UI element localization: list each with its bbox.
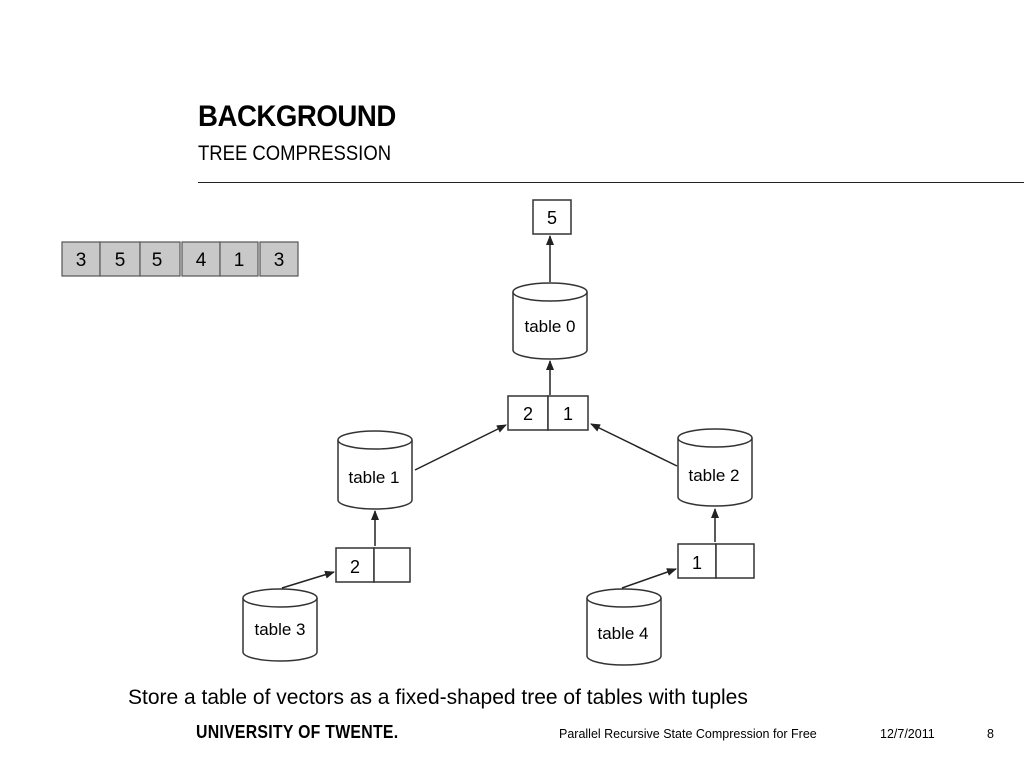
root-tuple: 2 1 [507,395,589,431]
tuple-cell: 1 [563,404,573,424]
table-4-label: table 4 [597,624,648,643]
tuple-cell: 1 [692,553,702,573]
table-3-cylinder: table 3 [242,588,318,662]
svg-text:5: 5 [115,250,126,271]
svg-text:1: 1 [234,250,245,271]
table-4-cylinder: table 4 [586,588,662,666]
arrow-table2-to-tuple [590,423,678,467]
slide-subtitle: TREE COMPRESSION [198,142,392,165]
right-tuple: 1 [677,543,755,579]
footer-presentation-title: Parallel Recursive State Compression for… [559,727,817,741]
svg-text:5: 5 [152,250,163,271]
tuple-cell: 2 [350,557,360,577]
vector-cell: 4 [181,241,221,277]
table-2-cylinder: table 2 [677,428,753,507]
footer-page-number: 8 [987,727,994,741]
slide-caption: Store a table of vectors as a fixed-shap… [128,686,748,709]
tuple-cell: 2 [523,404,533,424]
arrow-table1-to-tuple [414,424,507,471]
svg-text:3: 3 [274,250,285,271]
input-vector: 3 5 5 4 1 3 [61,241,299,277]
vector-cell: 3 [61,241,101,277]
vector-cell: 5 [139,241,181,277]
root-value-box: 5 [532,199,572,235]
arrow-table4-to-righttuple [621,568,677,589]
title-divider [198,182,1024,183]
left-tuple: 2 [335,547,411,583]
vector-cell: 1 [219,241,259,277]
arrow-table3-to-lefttuple [281,570,335,589]
university-logo: UNIVERSITY OF TWENTE. [196,722,399,742]
table-2-label: table 2 [688,466,739,485]
slide-title: BACKGROUND [198,100,396,133]
svg-text:5: 5 [547,208,557,228]
table-1-cylinder: table 1 [337,430,413,510]
vector-cell: 3 [259,241,299,277]
vector-cell: 5 [99,241,141,277]
table-3-label: table 3 [254,620,305,639]
footer-date: 12/7/2011 [880,727,935,741]
svg-text:4: 4 [196,250,207,271]
tree-edges [281,235,719,589]
svg-text:3: 3 [76,250,87,271]
table-0-label: table 0 [524,317,575,336]
table-0-cylinder: table 0 [512,282,588,360]
table-1-label: table 1 [348,468,399,487]
